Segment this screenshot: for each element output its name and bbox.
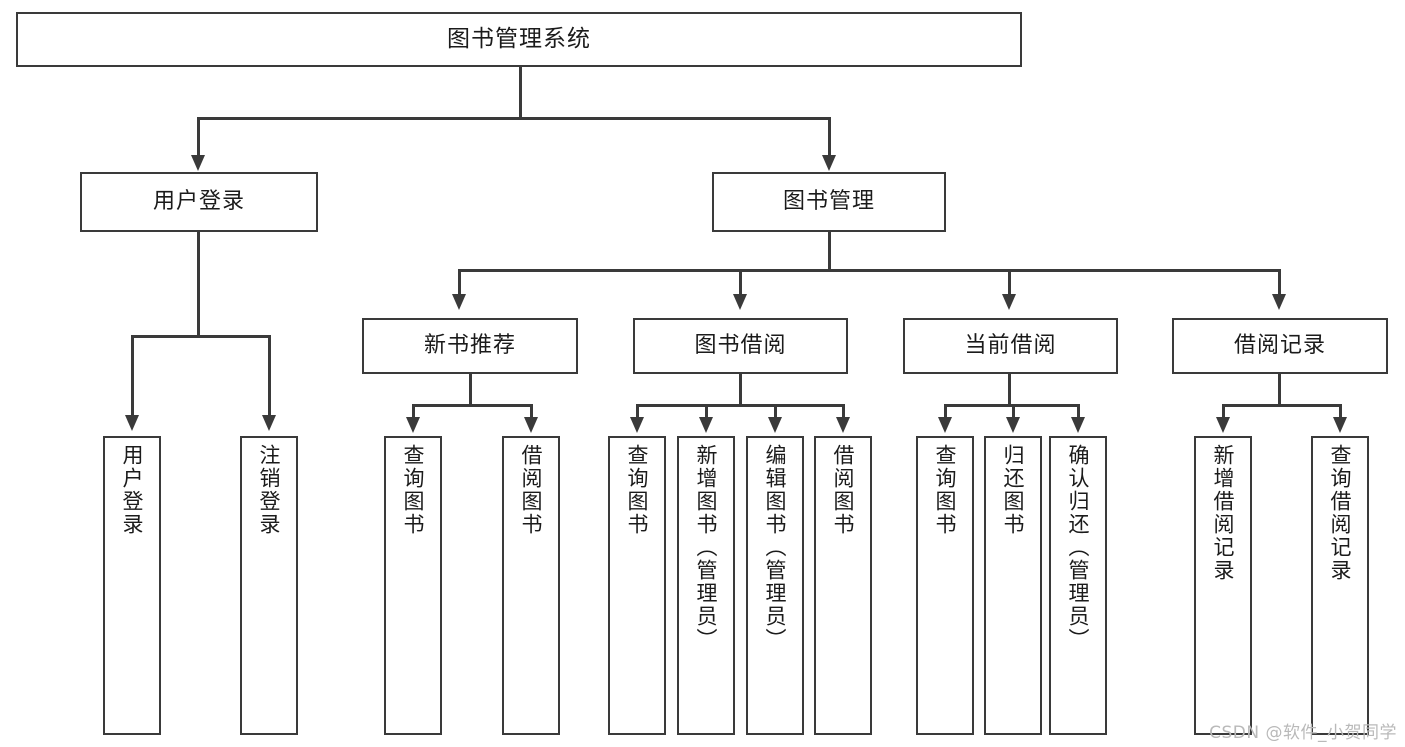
edge-current-borrow-child-2	[1077, 404, 1080, 419]
edge-current-borrow-stem	[1008, 374, 1011, 406]
edge-current-borrow-child-0	[944, 404, 947, 419]
node-label: 用户登录	[152, 188, 245, 214]
edge-new-book-bus	[412, 404, 532, 407]
edge-root-stem	[519, 67, 522, 118]
node-label: 图书借阅	[694, 332, 787, 358]
leaf-new-book-1[interactable]: 借阅图书	[502, 436, 560, 735]
edge-user-login-bus	[131, 335, 269, 338]
arrow-book-borrow-child-2	[768, 417, 782, 433]
node-new-book-recommend[interactable]: 新书推荐	[362, 318, 578, 374]
edge-book-mgmt-bus	[458, 269, 1280, 272]
leaf-label: 确认归还（管理员）	[1066, 444, 1091, 651]
leaf-label: 借阅图书	[519, 444, 544, 536]
leaf-user-login-1[interactable]: 注销登录	[240, 436, 298, 735]
edge-book-borrow-bus	[636, 404, 844, 407]
arrow-to-book-mgmt	[822, 155, 836, 171]
leaf-label: 注销登录	[257, 444, 282, 536]
leaf-label: 归还图书	[1001, 444, 1026, 536]
leaf-book-borrow-2[interactable]: 编辑图书（管理员）	[746, 436, 804, 735]
arrow-book-borrow-child-0	[630, 417, 644, 433]
edge-to-book-borrow	[739, 269, 742, 296]
arrow-to-current-borrow	[1002, 294, 1016, 310]
edge-book-mgmt-stem	[828, 232, 831, 272]
arrow-borrow-record-child-0	[1216, 417, 1230, 433]
node-label: 图书管理系统	[447, 25, 591, 52]
arrow-to-user-login	[191, 155, 205, 171]
node-current-borrow[interactable]: 当前借阅	[903, 318, 1118, 374]
arrow-to-leaf-user-login	[125, 415, 139, 431]
edge-book-borrow-child-3	[842, 404, 845, 419]
leaf-book-borrow-3[interactable]: 借阅图书	[814, 436, 872, 735]
node-label: 当前借阅	[964, 332, 1057, 358]
edge-root-to-user-login	[197, 117, 200, 157]
leaf-current-borrow-1[interactable]: 归还图书	[984, 436, 1042, 735]
csdn-watermark: CSDN @软件_小贺同学	[1209, 723, 1397, 743]
leaf-label: 新增图书（管理员）	[694, 444, 719, 651]
arrow-current-borrow-child-1	[1006, 417, 1020, 433]
node-label: 新书推荐	[423, 332, 516, 358]
leaf-label: 查询图书	[933, 444, 958, 536]
leaf-label: 编辑图书（管理员）	[763, 444, 788, 651]
leaf-book-borrow-0[interactable]: 查询图书	[608, 436, 666, 735]
arrow-book-borrow-child-1	[699, 417, 713, 433]
arrow-to-new-book	[452, 294, 466, 310]
arrow-to-borrow-record	[1272, 294, 1286, 310]
edge-new-book-child-1	[530, 404, 533, 419]
arrow-book-borrow-child-3	[836, 417, 850, 433]
arrow-to-leaf-logout	[262, 415, 276, 431]
edge-to-borrow-record	[1278, 269, 1281, 296]
edge-book-borrow-child-1	[705, 404, 708, 419]
leaf-borrow-record-0[interactable]: 新增借阅记录	[1194, 436, 1252, 735]
leaf-label: 查询借阅记录	[1328, 444, 1353, 582]
edge-book-borrow-child-2	[774, 404, 777, 419]
node-label: 借阅记录	[1233, 332, 1326, 358]
edge-to-leaf-logout	[268, 335, 271, 417]
arrow-borrow-record-child-1	[1333, 417, 1347, 433]
node-root-system[interactable]: 图书管理系统	[16, 12, 1022, 67]
leaf-current-borrow-2[interactable]: 确认归还（管理员）	[1049, 436, 1107, 735]
edge-new-book-child-0	[412, 404, 415, 419]
edge-borrow-record-stem	[1278, 374, 1281, 406]
edge-new-book-stem	[469, 374, 472, 406]
arrow-to-book-borrow	[733, 294, 747, 310]
leaf-book-borrow-1[interactable]: 新增图书（管理员）	[677, 436, 735, 735]
leaf-label: 新增借阅记录	[1211, 444, 1236, 582]
edge-to-leaf-user-login	[131, 335, 134, 417]
leaf-label: 查询图书	[401, 444, 426, 536]
node-label: 图书管理	[782, 188, 875, 214]
edge-borrow-record-child-1	[1339, 404, 1342, 419]
node-user-login[interactable]: 用户登录	[80, 172, 318, 232]
edge-book-borrow-child-0	[636, 404, 639, 419]
leaf-borrow-record-1[interactable]: 查询借阅记录	[1311, 436, 1369, 735]
edge-user-login-stem	[197, 232, 200, 337]
leaf-label: 查询图书	[625, 444, 650, 536]
leaf-label: 借阅图书	[831, 444, 856, 536]
arrow-current-borrow-child-0	[938, 417, 952, 433]
edge-to-current-borrow	[1008, 269, 1011, 296]
arrow-new-book-child-0	[406, 417, 420, 433]
leaf-user-login-0[interactable]: 用户登录	[103, 436, 161, 735]
leaf-label: 用户登录	[120, 444, 145, 536]
edge-root-bus	[198, 117, 831, 120]
edge-root-to-book-mgmt	[828, 117, 831, 157]
edge-borrow-record-child-0	[1222, 404, 1225, 419]
edge-book-borrow-stem	[739, 374, 742, 406]
node-book-management[interactable]: 图书管理	[712, 172, 946, 232]
edge-current-borrow-child-1	[1012, 404, 1015, 419]
edge-borrow-record-bus	[1222, 404, 1341, 407]
node-borrow-record[interactable]: 借阅记录	[1172, 318, 1388, 374]
leaf-current-borrow-0[interactable]: 查询图书	[916, 436, 974, 735]
edge-to-new-book	[458, 269, 461, 296]
node-book-borrow[interactable]: 图书借阅	[633, 318, 848, 374]
arrow-current-borrow-child-2	[1071, 417, 1085, 433]
leaf-new-book-0[interactable]: 查询图书	[384, 436, 442, 735]
arrow-new-book-child-1	[524, 417, 538, 433]
